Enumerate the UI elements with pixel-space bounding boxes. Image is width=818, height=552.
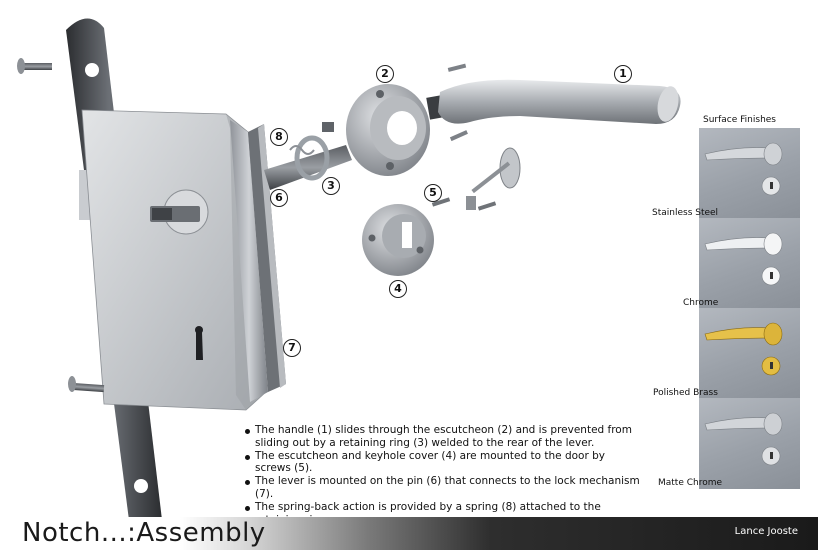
key [466, 147, 521, 210]
callout-3: 3 [322, 177, 340, 195]
retaining-ring [289, 135, 330, 181]
callout-7: 7 [283, 339, 301, 357]
callout-5: 5 [424, 184, 442, 202]
finish-swatch-chrome [699, 218, 800, 309]
mounting-screw-top [17, 58, 52, 74]
note-item: The escutcheon and keyhole cover (4) are… [244, 450, 644, 476]
small-screw-upper [447, 63, 467, 72]
finish-label-polished-brass: Polished Brass [653, 388, 718, 398]
note-item: The lever is mounted on the pin (6) that… [244, 475, 644, 501]
page-title: Notch...:Assembly [22, 518, 266, 548]
finish-swatch-matte-chrome [699, 398, 800, 489]
finish-swatch-polished-brass [699, 308, 800, 399]
mounting-screw-bottom [68, 376, 105, 393]
footer-bar [0, 517, 818, 550]
spindle-pin [264, 145, 352, 190]
note-item: The handle (1) slides through the escutc… [244, 424, 644, 450]
spring-clip [322, 122, 334, 132]
finish-label-chrome: Chrome [683, 298, 719, 308]
escutcheon [346, 84, 430, 176]
lock-body [81, 109, 286, 411]
finish-swatch-stainless-steel [699, 128, 800, 219]
assembly-notes: The handle (1) slides through the escutc… [244, 424, 644, 526]
callout-8: 8 [270, 128, 288, 146]
callout-6: 6 [270, 189, 288, 207]
finish-label-stainless-steel: Stainless Steel [652, 208, 719, 218]
surface-finishes-title: Surface Finishes [703, 115, 776, 125]
callout-4: 4 [389, 280, 407, 298]
finish-label-matte-chrome: Matte Chrome [658, 478, 723, 488]
callout-1: 1 [614, 65, 632, 83]
cover-screws [431, 197, 497, 211]
lever-handle [426, 79, 681, 124]
small-screw-lower [449, 130, 468, 142]
keyhole-cover [362, 204, 434, 276]
callout-2: 2 [376, 65, 394, 83]
author-name: Lance Jooste [734, 526, 798, 537]
